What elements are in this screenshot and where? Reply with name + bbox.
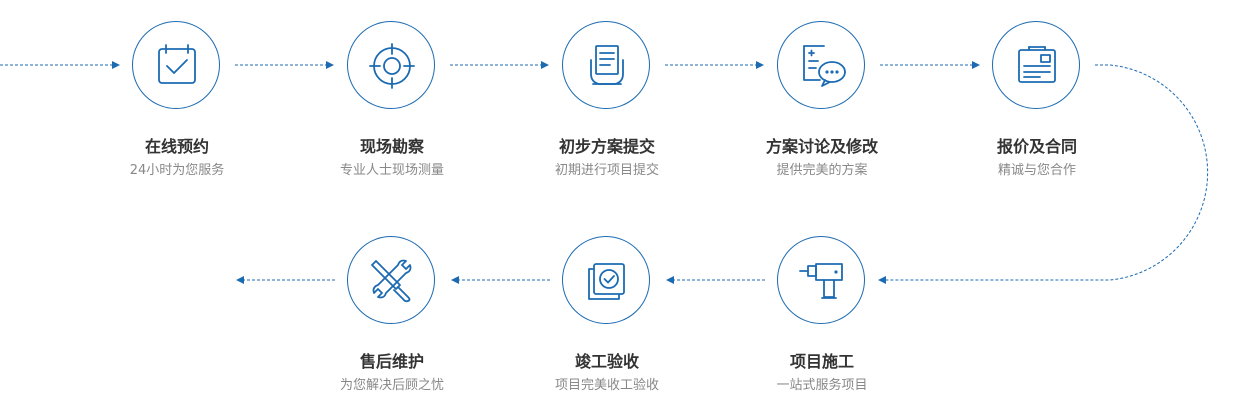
step-6-title: 项目施工 <box>789 352 854 371</box>
step-7-title: 竣工验收 <box>574 352 639 371</box>
step-6-subtitle: 一站式服务项目 <box>776 378 868 393</box>
step-8-circle <box>347 236 435 324</box>
step-3-subtitle: 初期进行项目提交 <box>554 163 659 178</box>
crosshair-target-icon <box>369 43 415 89</box>
step-1-subtitle: 24小时为您服务 <box>129 163 225 178</box>
wrench-screwdriver-icon <box>371 259 412 303</box>
checked-stack-icon <box>588 263 625 300</box>
document-chat-icon <box>803 45 846 87</box>
step-2-circle <box>347 21 435 109</box>
step-4-circle <box>777 21 865 109</box>
step-4-subtitle: 提供完美的方案 <box>776 163 868 178</box>
step-1-title: 在线预约 <box>144 137 209 156</box>
arrow-step-5-to-6 <box>878 64 1209 284</box>
step-5-title: 报价及合同 <box>996 137 1077 156</box>
drill-icon <box>799 263 843 299</box>
step-5-circle <box>992 21 1080 109</box>
step-8-subtitle: 为您解决后顾之忧 <box>339 378 444 393</box>
step-8-title: 售后维护 <box>359 352 424 371</box>
step-7-circle <box>562 236 650 324</box>
step-7-subtitle: 项目完美收工验收 <box>554 378 659 393</box>
step-1-circle <box>132 21 220 109</box>
calendar-check-icon <box>158 44 196 84</box>
step-3-title: 初步方案提交 <box>558 137 655 156</box>
step-5-subtitle: 精诚与您合作 <box>997 163 1076 178</box>
step-2-subtitle: 专业人士现场测量 <box>339 163 444 178</box>
document-hands-icon <box>590 45 624 85</box>
step-4-title: 方案讨论及修改 <box>765 137 878 156</box>
step-3-circle <box>562 21 650 109</box>
step-6-circle <box>777 236 865 324</box>
clipboard-contract-icon <box>1018 46 1056 83</box>
step-2-title: 现场勘察 <box>359 137 424 156</box>
